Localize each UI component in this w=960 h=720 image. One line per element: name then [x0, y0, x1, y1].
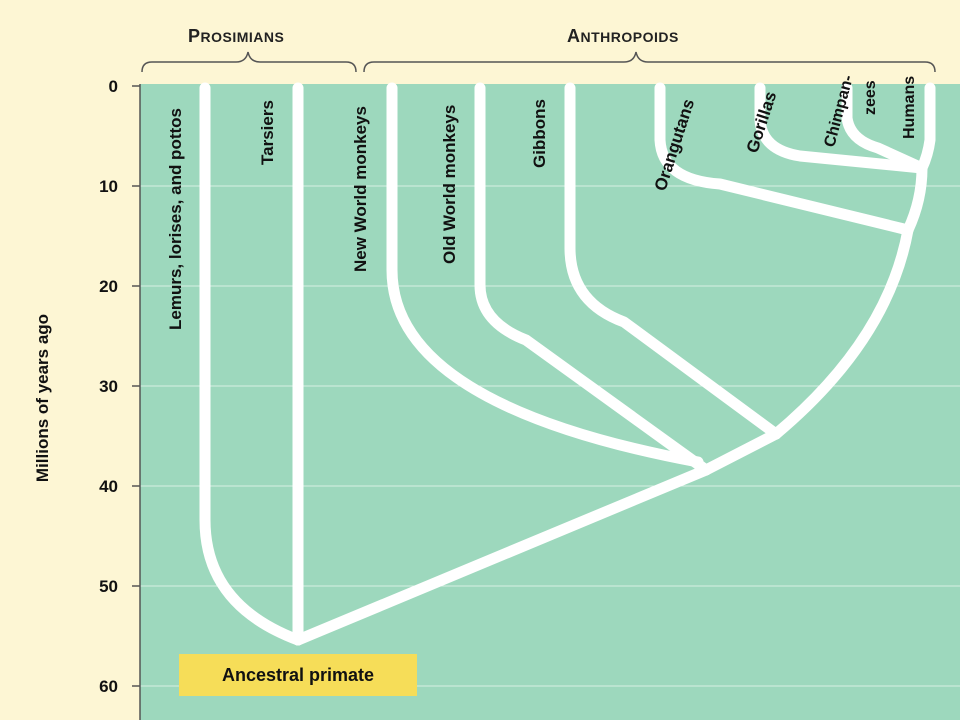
branches [199, 82, 936, 646]
branch-lemurs [199, 82, 304, 646]
plot-area [140, 84, 960, 720]
anthropoids-initial: A [567, 26, 581, 46]
branch-african-ape-stem [902, 162, 928, 236]
branch-chimpanzees [841, 82, 928, 174]
y-axis-label: Millions of years ago [33, 313, 52, 483]
prosimians-brace [141, 51, 357, 73]
branch-great-ape-stem [770, 224, 914, 440]
group-label-prosimians: PROSIMIANS [188, 26, 284, 47]
anthropoids-brace [363, 51, 936, 73]
branch-ape-stem [700, 428, 782, 476]
prosimians-initial: P [188, 26, 201, 46]
branch-gorillas [754, 82, 928, 174]
ancestral-primate-box: Ancestral primate [179, 654, 417, 696]
y-tick-label-40: 40 [99, 477, 118, 496]
taxon-label-old-world-monkeys: Old World monkeys [440, 105, 459, 264]
branch-gibbons [564, 82, 782, 440]
y-tick-label-30: 30 [99, 377, 118, 396]
taxon-label-new-world-monkeys: New World monkeys [351, 106, 370, 272]
y-tick-label-60: 60 [99, 677, 118, 696]
group-label-anthropoids: ANTHROPOIDS [567, 26, 679, 47]
y-tick-label-10: 10 [99, 177, 118, 196]
anthropoids-rest: NTHROPOIDS [580, 29, 679, 45]
y-axis-ticks: 0 10 20 30 40 50 60 [99, 77, 140, 696]
taxon-label-gibbons: Gibbons [530, 99, 549, 168]
prosimians-rest: ROSIMIANS [200, 29, 285, 45]
branch-orangutans [654, 82, 914, 236]
branch-old-world-monkeys [474, 82, 712, 476]
taxon-label-tarsiers: Tarsiers [258, 100, 277, 165]
branch-new-world-monkeys [386, 82, 704, 468]
ancestral-primate-label: Ancestral primate [221, 664, 375, 685]
taxon-label-humans: Humans [901, 76, 918, 139]
branch-humans [916, 82, 936, 174]
taxon-label-chimpanzees-part2: zees [862, 80, 879, 115]
y-tick-label-0: 0 [109, 77, 118, 96]
branch-anthropoid-stem [292, 464, 712, 646]
y-tick-label-20: 20 [99, 277, 118, 296]
y-tick-label-50: 50 [99, 577, 118, 596]
taxon-label-lemurs: Lemurs, lorises, and pottos [166, 108, 185, 330]
